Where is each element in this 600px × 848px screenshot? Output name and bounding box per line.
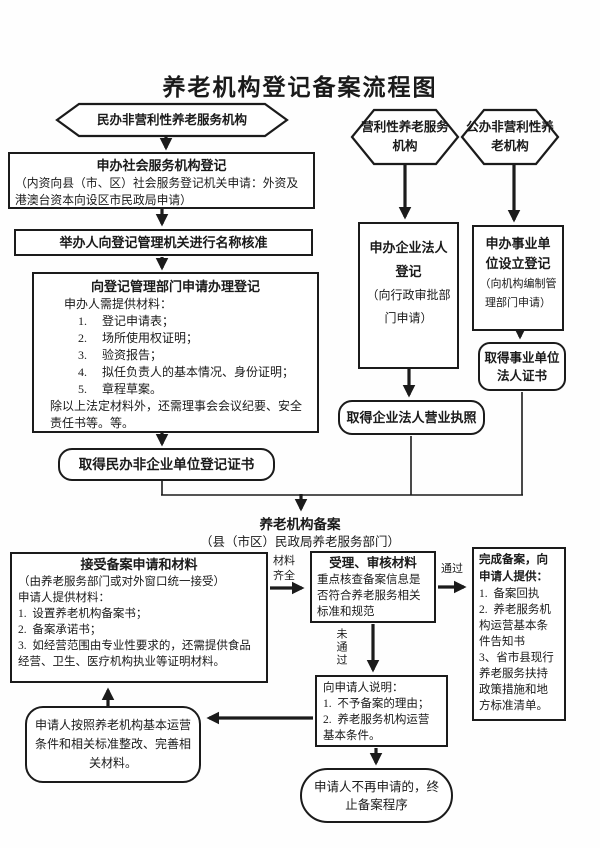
register-item: 2. 场所使用权证明； xyxy=(78,331,199,345)
register-item: 4. 拟任负责人的基本情况、身份证明； xyxy=(78,365,295,379)
box-review-title: 受理、审核材料 xyxy=(329,556,417,570)
accept-item: 1. 设置养老机构备案书； xyxy=(18,608,148,620)
hexagon-forprofit xyxy=(350,108,460,166)
box-institution-cert: 取得事业单位法人证书 xyxy=(478,342,566,391)
complete-item: 2. 养老服务机构运营基本条件告知书 xyxy=(479,604,551,648)
box-rectify-label: 申请人按照养老机构基本运营条件和相关标准整改、完善相关材料。 xyxy=(35,718,192,770)
box-terminate-procedure: 申请人不再申请的，终止备案程序 xyxy=(300,768,453,823)
register-item: 5. 章程草案。 xyxy=(78,382,163,396)
register-item: 1. 登记申请表； xyxy=(78,314,175,328)
box-enterprise-title: 申办企业法人登记 xyxy=(369,240,448,279)
box-enterprise-legal-person: 申办企业法人登记 （向行政审批部门申请） xyxy=(358,222,459,369)
page-title: 养老机构登记备案流程图 xyxy=(162,75,438,100)
box-accept-application: 接受备案申请和材料 （由养老服务部门或对外窗口统一接受） 申请人提供材料： 1.… xyxy=(10,552,268,683)
box-rectify-materials: 申请人按照养老机构基本运营条件和相关标准整改、完善相关材料。 xyxy=(25,706,201,783)
box-public-institution-body: （向机构编制管理部门申请） xyxy=(479,278,557,309)
box-social-service-registration: 申办社会服务机构登记 （内资向县（市、区）社会服务登记机关申请：外资及港澳台资本… xyxy=(8,152,315,209)
register-note: 除以上法定材料外，还需理事会会议纪要、安全责任书等。等。 xyxy=(50,399,303,430)
box-private-nonenterprise-cert-label: 取得民办非企业单位登记证书 xyxy=(78,457,255,472)
box-public-institution-title: 申办事业单位设立登记 xyxy=(485,236,551,271)
box-public-institution-setup: 申办事业单位设立登记 （向机构编制管理部门申请） xyxy=(472,225,564,331)
hexagon-public-nonprofit xyxy=(460,108,560,166)
box-explain-title: 向申请人说明： xyxy=(323,682,404,694)
box-institution-cert-label: 取得事业单位法人证书 xyxy=(484,350,560,383)
label-pass: 通过 xyxy=(441,563,463,575)
box-apply-registration: 向登记管理部门申请办理登记 申办人需提供材料： 1. 登记申请表； 2. 场所使… xyxy=(32,272,319,433)
box-enterprise-body: （向行政审批部门申请） xyxy=(366,288,451,325)
complete-item: 3、省市县现行养老服务扶持政策措施和地方标准清单。 xyxy=(479,652,554,712)
box-business-license: 取得企业法人营业执照 xyxy=(338,400,485,435)
accept-sub: （由养老服务部门或对外窗口统一接受） xyxy=(18,576,225,588)
box-terminate-label: 申请人不再申请的，终止备案程序 xyxy=(313,779,439,812)
register-intro: 申办人需提供材料： xyxy=(64,297,173,311)
box-social-body: （内资向县（市、区）社会服务登记机关申请：外资及港澳台资本向设区市民政局申请） xyxy=(15,176,299,207)
box-apply-registration-title: 向登记管理部门申请办理登记 xyxy=(90,279,260,294)
hexagon-public-nonprofit-label: 公办非营利性养老机构 xyxy=(466,120,554,153)
box-business-license-label: 取得企业法人营业执照 xyxy=(346,410,477,425)
box-name-approval-label: 举办人向登记管理机关进行名称核准 xyxy=(59,235,268,250)
box-review-body: 重点核查备案信息是否符合养老服务相关标准和规范 xyxy=(317,574,421,618)
label-fail: 未通过 xyxy=(335,628,347,667)
accept-item: 3. 如经营范围由专业性要求的，还需提供食品经营、卫生、医疗机构执业等证明材料。 xyxy=(18,640,251,668)
box-accept-title: 接受备案申请和材料 xyxy=(80,557,198,572)
hexagon-private-nonprofit-label: 民办非营利性养老服务机构 xyxy=(96,112,247,127)
hexagon-forprofit-label: 营利性养老服务机构 xyxy=(361,120,449,153)
explain-item: 2. 养老服务机构运营基本条件。 xyxy=(323,714,430,742)
accept-intro: 申请人提供材料： xyxy=(18,592,110,604)
accept-item: 2. 备案承诺书； xyxy=(18,624,102,636)
complete-item: 1. 备案回执 xyxy=(479,588,540,600)
box-explain-to-applicant: 向申请人说明： 1. 不予备案的理由； 2. 养老服务机构运营基本条件。 xyxy=(315,675,448,747)
box-private-nonenterprise-cert: 取得民办非企业单位登记证书 xyxy=(58,448,275,481)
box-review-materials: 受理、审核材料 重点核查备案信息是否符合养老服务相关标准和规范 xyxy=(310,551,436,623)
box-name-approval: 举办人向登记管理机关进行名称核准 xyxy=(14,229,313,256)
box-filing-complete-title: 完成备案，向申请人提供： xyxy=(479,554,548,583)
box-filing-complete: 完成备案，向申请人提供： 1. 备案回执 2. 养老服务机构运营基本条件告知书 … xyxy=(472,547,566,721)
box-social-title: 申办社会服务机构登记 xyxy=(96,158,227,173)
register-item: 3. 验资报告； xyxy=(78,348,163,362)
label-materials-complete: 材料齐全 xyxy=(273,555,295,582)
explain-item: 1. 不予备案的理由； xyxy=(323,698,430,710)
hexagon-private-nonprofit xyxy=(55,102,289,138)
filing-subtitle: （县（市区）民政局养老服务部门） xyxy=(199,535,400,549)
filing-title: 养老机构备案 xyxy=(259,517,341,532)
